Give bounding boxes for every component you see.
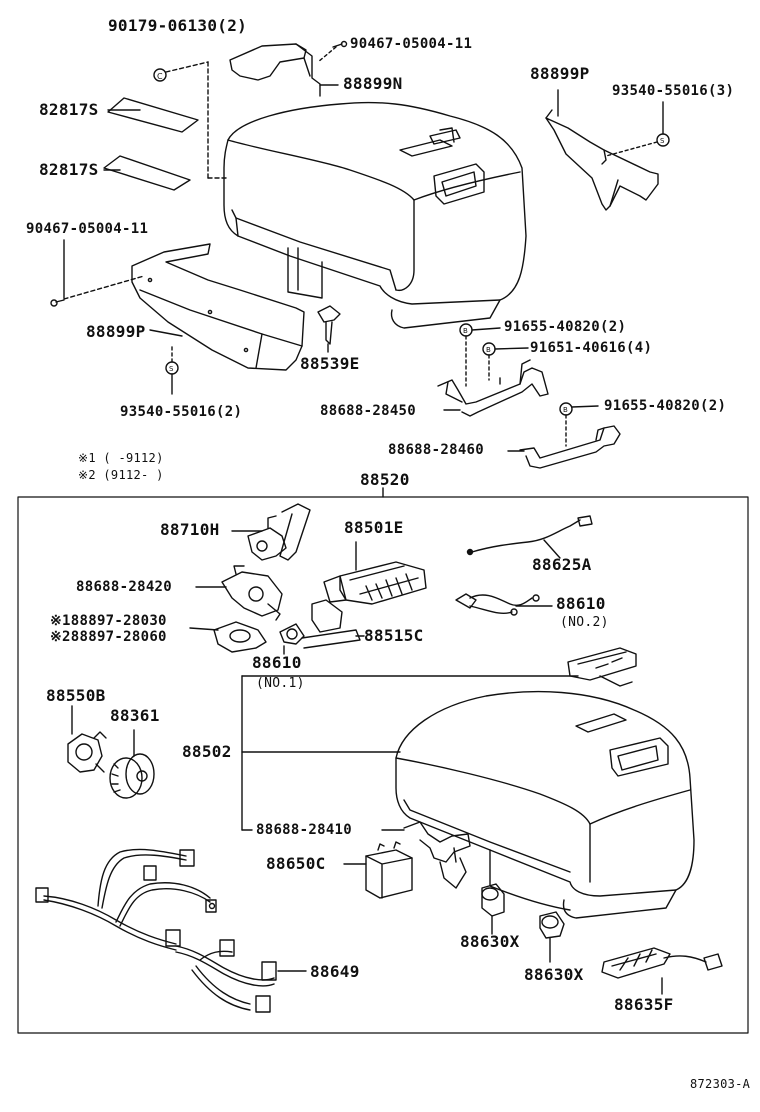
label-91655-40820-a: 91655-40820(2) bbox=[504, 319, 627, 335]
pad-82817s-b-icon bbox=[103, 155, 191, 191]
label-88501e: 88501E bbox=[344, 518, 404, 537]
label-88899n: 88899N bbox=[343, 74, 403, 93]
label-88539e: 88539E bbox=[300, 354, 360, 373]
svg-text:S: S bbox=[169, 365, 174, 373]
label-88899p-left: 88899P bbox=[86, 322, 146, 341]
label-88550b: 88550B bbox=[46, 686, 106, 705]
label-88361: 88361 bbox=[110, 706, 160, 725]
part-88649-icon bbox=[35, 848, 277, 1013]
bracket-88899p-right-icon bbox=[545, 109, 659, 211]
label-82817s-a: 82817S bbox=[39, 100, 99, 119]
footnote-2: ※2 (9112- ) bbox=[78, 468, 164, 482]
label-91655-40820-b: 91655-40820(2) bbox=[604, 398, 727, 414]
label-93540-55016-2: 93540-55016(2) bbox=[120, 404, 243, 420]
label-91651-40616: 91651-40616(4) bbox=[530, 340, 653, 356]
svg-text:B: B bbox=[563, 406, 568, 414]
label-82817s-b: 82817S bbox=[39, 160, 99, 179]
svg-text:S: S bbox=[660, 137, 665, 145]
svg-text:C: C bbox=[157, 72, 163, 81]
label-88625a: 88625A bbox=[532, 555, 592, 574]
label-88610-no1: 88610 bbox=[252, 653, 302, 672]
part-88630x-a-icon bbox=[481, 883, 505, 917]
label-88610-no1-sub: (NO.1) bbox=[256, 676, 305, 691]
label-88630x-b: 88630X bbox=[524, 965, 584, 984]
label-88649: 88649 bbox=[310, 962, 360, 981]
bracket-88899p-left-icon bbox=[131, 243, 305, 371]
label-88635f: 88635F bbox=[614, 995, 674, 1014]
label-88502: 88502 bbox=[182, 742, 232, 761]
label-88710h: 88710H bbox=[160, 520, 220, 539]
label-88688-28450: 88688-28450 bbox=[320, 403, 417, 419]
console-box-lower-icon bbox=[395, 690, 695, 919]
label-88688-28460: 88688-28460 bbox=[388, 442, 485, 458]
part-88688-28410-icon bbox=[403, 821, 471, 889]
part-88630x-b-icon bbox=[539, 911, 565, 939]
part-88501e-icon bbox=[311, 561, 427, 633]
footnote-1: ※1 ( -9112) bbox=[78, 451, 164, 465]
part-88550b-icon bbox=[67, 731, 107, 773]
label-88688-28420: 88688-28420 bbox=[76, 579, 173, 595]
label-90467-left: 90467-05004-11 bbox=[26, 221, 149, 237]
document-code: 872303-A bbox=[690, 1077, 751, 1091]
bracket-88688-28460-icon bbox=[519, 425, 621, 469]
label-88650c: 88650C bbox=[266, 854, 326, 873]
part-88625a-icon bbox=[466, 515, 593, 556]
part-88610-no1-icon bbox=[279, 623, 361, 649]
label-88899p-right: 88899P bbox=[530, 64, 590, 83]
pad-82817s-a-icon bbox=[107, 97, 199, 133]
part-88897-icon bbox=[213, 621, 267, 653]
part-88361-icon bbox=[109, 753, 155, 799]
label-93540-55016-3: 93540-55016(3) bbox=[612, 83, 735, 99]
clip-c-icon: C bbox=[153, 68, 167, 82]
bracket-88899n-icon bbox=[229, 43, 321, 97]
label-88520-assembly: 88520 bbox=[360, 470, 410, 489]
label-88897-28060: ※288897-28060 bbox=[50, 629, 167, 645]
label-88897-28030: ※188897-28030 bbox=[50, 613, 167, 629]
part-88610-no2-icon bbox=[455, 593, 540, 616]
label-88610-no2: 88610 bbox=[556, 594, 606, 613]
part-88650c-icon bbox=[365, 841, 413, 899]
clip-88539e-icon bbox=[317, 305, 341, 345]
label-88630x-a: 88630X bbox=[460, 932, 520, 951]
svg-text:B: B bbox=[486, 346, 491, 354]
screw-left-icon bbox=[50, 299, 65, 307]
label-88515c: 88515C bbox=[364, 626, 424, 645]
panel-switch-icon bbox=[567, 647, 637, 687]
label-90467-top: 90467-05004-11 bbox=[350, 36, 473, 52]
svg-text:B: B bbox=[463, 327, 468, 335]
console-box-upper-icon bbox=[223, 101, 527, 329]
label-88688-28410: 88688-28410 bbox=[256, 822, 353, 838]
screw-top-icon bbox=[332, 40, 348, 48]
part-88635f-icon bbox=[601, 947, 723, 979]
part-88710h-icon bbox=[247, 503, 311, 561]
part-88688-28420-icon bbox=[221, 565, 283, 621]
label-90179-06130: 90179-06130(2) bbox=[108, 16, 248, 35]
bracket-88688-28450-icon bbox=[437, 359, 549, 417]
label-88610-no2-sub: (NO.2) bbox=[560, 615, 609, 630]
